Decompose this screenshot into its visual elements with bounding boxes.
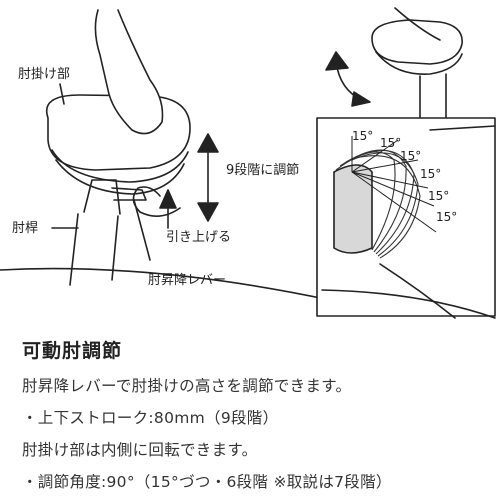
description-line-1: 肘昇降レバーで肘掛けの高さを調節できます。 xyxy=(22,377,352,395)
angle-label-5: 15° xyxy=(428,189,450,203)
label-armrest-part: 肘掛け部 xyxy=(18,67,71,82)
feature-title: 可動肘調節 xyxy=(22,340,123,362)
rotation-arrow-up xyxy=(325,51,349,71)
leader-armrest xyxy=(59,83,65,105)
pull-arrow-head xyxy=(159,189,177,209)
description-line-3: 肘掛け部は内側に回転できます。 xyxy=(22,441,258,459)
label-arm-post: 肘桿 xyxy=(12,221,39,236)
description-line-4: ・調節角度:90°（15°づつ・6段階 ※取説は7段階） xyxy=(22,473,392,491)
inset-top-line xyxy=(429,125,496,131)
label-pull-up: 引き上げる xyxy=(166,230,232,245)
hand-top xyxy=(94,9,164,135)
seat-outline xyxy=(0,267,331,301)
rotating-pad xyxy=(371,19,463,65)
height-arrow-up xyxy=(197,133,219,153)
label-lift-lever: 肘昇降レバー xyxy=(148,273,227,288)
armrest-illustration: 肘掛け部 9段階に調節 肘桿 引き上げる 肘昇降レバー 15° 15° 15° … xyxy=(0,7,496,319)
arm-post-right xyxy=(111,215,119,281)
height-arrow-down xyxy=(197,202,219,222)
inset-angle-guides xyxy=(351,136,437,233)
angle-label-2: 15° xyxy=(380,136,402,150)
angle-label-3: 15° xyxy=(400,149,422,163)
armrest-pad-lower xyxy=(55,159,185,195)
description-line-2: ・上下ストローク:80mm（9段階） xyxy=(22,409,279,427)
lift-lever xyxy=(111,187,147,201)
rotation-arrow-down xyxy=(351,91,371,107)
arm-post-left xyxy=(69,213,79,286)
rotating-pad-base xyxy=(375,51,463,75)
armrest-pad-base xyxy=(51,149,189,183)
inset-seat-outline xyxy=(321,289,496,319)
leader-lever xyxy=(133,199,151,261)
label-height-steps: 9段階に調節 xyxy=(226,163,300,178)
armrest-line-drawing xyxy=(0,7,496,319)
angle-label-4: 15° xyxy=(420,167,442,181)
inset-pad-base xyxy=(333,164,373,254)
angle-label-1: 15° xyxy=(352,129,374,143)
inset-seat-inner xyxy=(379,263,456,319)
angle-label-6: 15° xyxy=(436,210,458,224)
rotating-hand xyxy=(394,7,441,41)
